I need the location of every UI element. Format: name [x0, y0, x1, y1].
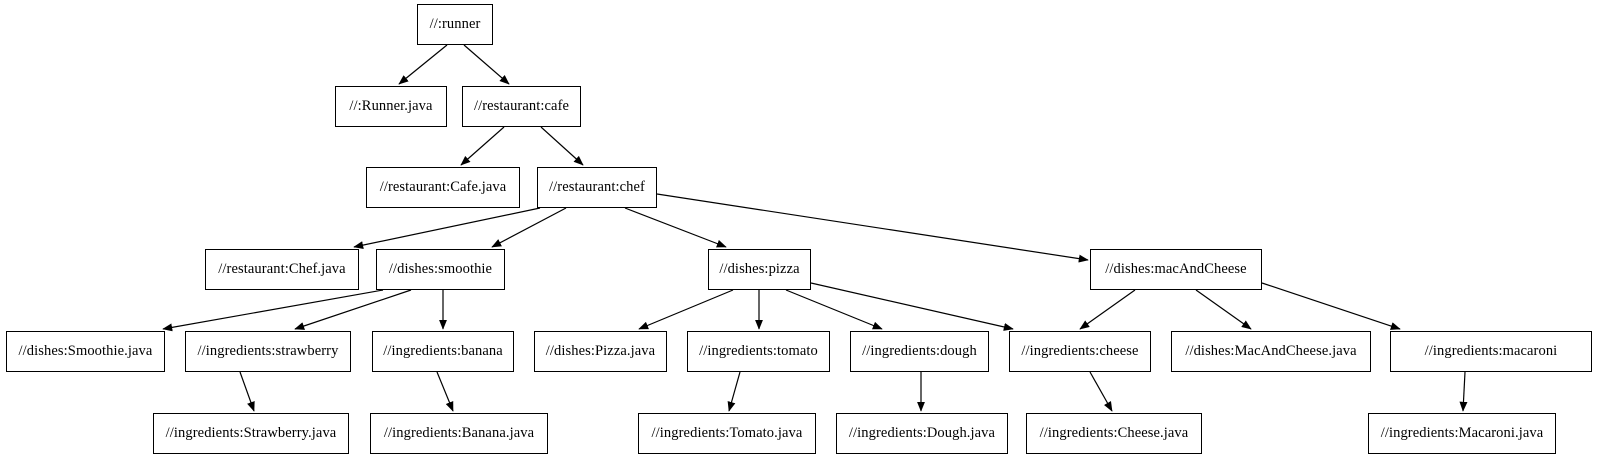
graph-node-label: //restaurant:chef	[549, 179, 645, 196]
graph-node-label: //ingredients:Strawberry.java	[165, 425, 337, 442]
graph-edge-cafe-to-cafe_java	[460, 126, 505, 166]
graph-node-macandcheese_java[interactable]: //dishes:MacAndCheese.java	[1171, 331, 1371, 372]
graph-node-label: //restaurant:Cafe.java	[379, 179, 507, 196]
graph-node-banana[interactable]: //ingredients:banana	[372, 331, 514, 372]
graph-node-label: //ingredients:Macaroni.java	[1380, 425, 1544, 442]
graph-node-cheese_java[interactable]: //ingredients:Cheese.java	[1026, 413, 1202, 454]
graph-node-macaroni[interactable]: //ingredients:macaroni	[1390, 331, 1592, 372]
graph-node-label: //restaurant:cafe	[473, 98, 570, 115]
graph-node-label: //dishes:Smoothie.java	[18, 343, 153, 360]
graph-edge-pizza-to-dough	[785, 289, 883, 330]
graph-edge-runner-to-runner_java	[398, 44, 448, 85]
graph-node-label: //dishes:smoothie	[388, 261, 493, 278]
graph-node-label: //ingredients:Cheese.java	[1039, 425, 1189, 442]
graph-node-strawberry_java[interactable]: //ingredients:Strawberry.java	[153, 413, 349, 454]
graph-node-cheese[interactable]: //ingredients:cheese	[1009, 331, 1151, 372]
graph-node-label: //restaurant:Chef.java	[218, 261, 346, 278]
graph-node-label: //ingredients:banana	[383, 343, 503, 360]
graph-node-label: //ingredients:strawberry	[197, 343, 339, 360]
graph-node-label: //:Runner.java	[349, 98, 433, 115]
graph-node-label: //dishes:pizza	[719, 261, 800, 278]
graph-edge-cheese-to-cheese_java	[1089, 371, 1113, 412]
graph-edge-macaroni-to-macaroni_java	[1459, 371, 1468, 412]
graph-edge-smoothie-to-smoothie_java	[162, 289, 384, 332]
graph-node-dough[interactable]: //ingredients:dough	[850, 331, 989, 372]
graph-node-tomato_java[interactable]: //ingredients:Tomato.java	[638, 413, 816, 454]
graph-node-dough_java[interactable]: //ingredients:Dough.java	[836, 413, 1008, 454]
graph-edge-strawberry-to-strawberry_java	[239, 371, 255, 412]
graph-edge-macandcheese-to-cheese	[1079, 289, 1136, 330]
graph-edge-smoothie-to-strawberry	[294, 289, 412, 330]
graph-edge-banana-to-banana_java	[436, 371, 454, 412]
graph-node-macaroni_java[interactable]: //ingredients:Macaroni.java	[1368, 413, 1556, 454]
graph-node-label: //ingredients:macaroni	[1424, 343, 1558, 360]
graph-node-runner_java[interactable]: //:Runner.java	[335, 86, 447, 127]
graph-node-runner[interactable]: //:runner	[417, 4, 493, 45]
graph-node-smoothie_java[interactable]: //dishes:Smoothie.java	[6, 331, 165, 372]
graph-edge-chef-to-chef_java	[353, 207, 541, 250]
graph-node-label: //:runner	[429, 16, 481, 33]
graph-node-chef_java[interactable]: //restaurant:Chef.java	[205, 249, 359, 290]
graph-node-cafe[interactable]: //restaurant:cafe	[462, 86, 581, 127]
graph-node-cafe_java[interactable]: //restaurant:Cafe.java	[366, 167, 520, 208]
graph-edge-pizza-to-cheese	[810, 282, 1014, 331]
graph-node-macandcheese[interactable]: //dishes:macAndCheese	[1090, 249, 1262, 290]
graph-node-chef[interactable]: //restaurant:chef	[537, 167, 657, 208]
graph-node-label: //ingredients:Dough.java	[848, 425, 996, 442]
graph-edge-runner-to-cafe	[463, 44, 510, 85]
graph-node-label: //ingredients:Tomato.java	[651, 425, 803, 442]
graph-edge-pizza-to-pizza_java	[638, 289, 734, 330]
graph-node-label: //dishes:MacAndCheese.java	[1185, 343, 1357, 360]
graph-edge-cafe-to-chef	[540, 126, 584, 166]
graph-edge-chef-to-pizza	[624, 207, 727, 248]
graph-edge-chef-to-smoothie	[491, 207, 567, 248]
graph-node-banana_java[interactable]: //ingredients:Banana.java	[370, 413, 548, 454]
graph-edge-tomato-to-tomato_java	[727, 371, 741, 412]
graph-node-tomato[interactable]: //ingredients:tomato	[687, 331, 830, 372]
graph-node-label: //ingredients:Banana.java	[383, 425, 535, 442]
graph-edge-macandcheese-to-macandcheese_java	[1195, 289, 1252, 330]
graph-node-strawberry[interactable]: //ingredients:strawberry	[185, 331, 351, 372]
graph-node-label: //ingredients:tomato	[699, 343, 818, 360]
graph-node-pizza_java[interactable]: //dishes:Pizza.java	[534, 331, 667, 372]
graph-node-pizza[interactable]: //dishes:pizza	[708, 249, 811, 290]
graph-edge-macandcheese-to-macaroni	[1261, 282, 1401, 330]
graph-node-label: //dishes:macAndCheese	[1105, 261, 1247, 278]
graph-node-smoothie[interactable]: //dishes:smoothie	[376, 249, 505, 290]
graph-node-label: //ingredients:cheese	[1021, 343, 1139, 360]
graph-node-label: //ingredients:dough	[862, 343, 977, 360]
graph-node-label: //dishes:Pizza.java	[545, 343, 656, 360]
